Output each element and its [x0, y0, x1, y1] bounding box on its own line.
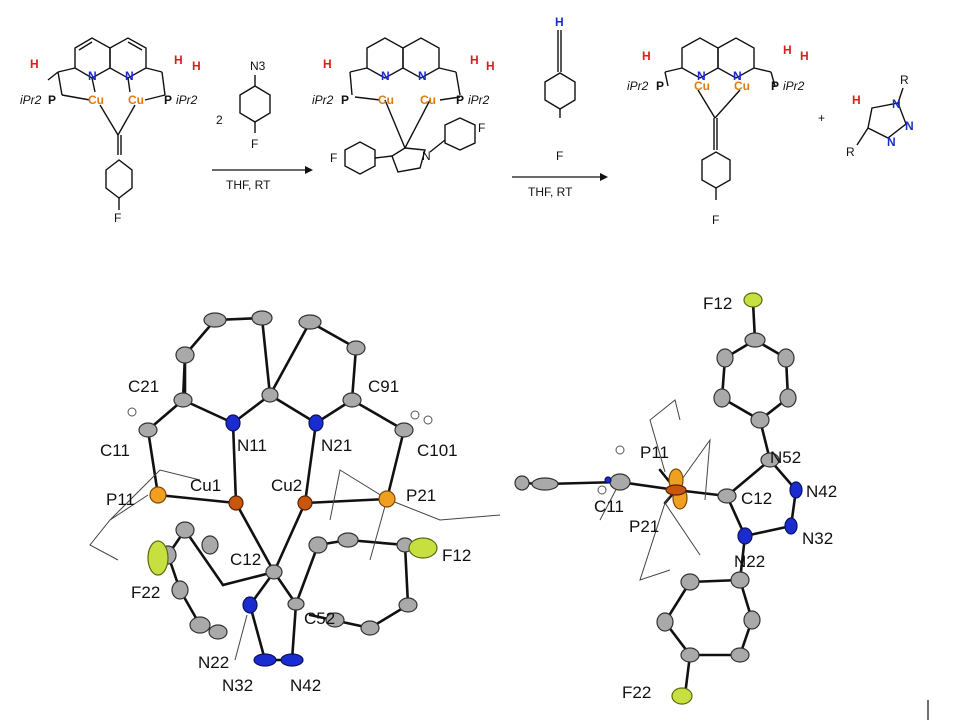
label-F22: F22: [131, 583, 160, 602]
label-Cu2: Cu2: [271, 476, 302, 495]
ipr2-label-3: iPr2: [312, 93, 334, 107]
complex-1-drawing: [47, 37, 166, 210]
cu-label-6: Cu: [734, 79, 750, 93]
f-label-1: F: [114, 211, 121, 225]
plus-sign: +: [818, 111, 825, 125]
n-label-3: N: [381, 69, 390, 83]
label-C52: C52: [304, 609, 335, 628]
triazole-drawing: [856, 87, 907, 146]
label-N52-right: N52: [770, 448, 801, 467]
n-label-2: N: [125, 69, 134, 83]
ipr2-label-4: iPr2: [468, 93, 490, 107]
label-C11: C11: [100, 441, 130, 460]
ipr2-label-6: iPr2: [783, 79, 805, 93]
label-Cu1: Cu1: [190, 476, 221, 495]
p-label-4: P: [456, 93, 464, 107]
conditions-2: THF, RT: [528, 185, 573, 199]
n-label-6: N: [697, 69, 706, 83]
label-N42-right: N42: [806, 482, 837, 501]
triazole-r-label-1: R: [900, 73, 909, 87]
label-N32-right: N32: [802, 529, 833, 548]
label-C91: C91: [368, 377, 399, 396]
cu-label-5: Cu: [694, 79, 710, 93]
cu-label-3: Cu: [378, 93, 394, 107]
ipr2-label-1: iPr2: [20, 93, 42, 107]
h-label-6: H: [486, 59, 495, 73]
conditions-1: THF, RT: [226, 178, 271, 192]
h-label-8: H: [783, 43, 792, 57]
label-P21-right: P21: [629, 517, 659, 536]
label-N32: N32: [222, 676, 253, 695]
cu-label-4: Cu: [420, 93, 436, 107]
h-label-5: H: [470, 53, 479, 67]
reaction-arrow-1-head: [305, 166, 313, 174]
ipr2-label-5: iPr2: [627, 79, 649, 93]
p-label-3: P: [341, 93, 349, 107]
label-C12-right: C12: [741, 489, 772, 508]
label-P11-right: P11: [640, 443, 669, 462]
label-P21: P21: [406, 486, 436, 505]
triazole-r-label-2: R: [846, 145, 855, 159]
label-C11-right: C11: [594, 497, 624, 516]
label-N22: N22: [198, 653, 229, 672]
p-label-6: P: [771, 79, 779, 93]
alkyne-h-label: H: [555, 15, 564, 29]
triazole-h-label: H: [852, 93, 861, 107]
label-N22-right: N22: [734, 552, 765, 571]
label-F22-right: F22: [622, 683, 651, 702]
n-label-7: N: [733, 69, 742, 83]
complex-2-drawing: [344, 37, 476, 175]
label-C101: C101: [417, 441, 458, 460]
ipr2-label-2: iPr2: [176, 93, 198, 107]
f-label-2: F: [330, 151, 337, 165]
triazole-n-label-2: N: [905, 119, 914, 133]
azide-multiplier: 2: [216, 113, 223, 127]
label-F12: F12: [442, 546, 471, 565]
label-C12: C12: [230, 550, 261, 569]
p-label-1: P: [48, 93, 56, 107]
complex-3-drawing: [664, 37, 776, 200]
azide-n3-label: N3: [250, 59, 266, 73]
h-label-1: H: [30, 57, 39, 71]
p-label-5: P: [656, 79, 664, 93]
azide-f-label: F: [251, 137, 258, 151]
h-label-4: H: [323, 57, 332, 71]
alkyne-f-label: F: [556, 149, 563, 163]
label-N21: N21: [321, 436, 352, 455]
f-label-3: F: [478, 121, 485, 135]
right-crystal-structure: [514, 292, 803, 705]
label-N42: N42: [290, 676, 321, 695]
h-label-9: H: [800, 49, 809, 63]
reaction-arrow-2-head: [600, 173, 608, 181]
alkyne-reagent-drawing: [544, 30, 576, 118]
n-label-5: N: [422, 149, 431, 163]
h-label-3: H: [192, 59, 201, 73]
left-crystal-structure: [89, 310, 501, 667]
triazole-n-label-1: N: [892, 97, 901, 111]
n22-pointer: [234, 614, 248, 661]
label-C21: C21: [128, 377, 159, 396]
label-N11: N11: [237, 436, 267, 455]
h-label-2: H: [174, 53, 183, 67]
triazole-n-label-3: N: [887, 135, 896, 149]
cu-label-2: Cu: [128, 93, 144, 107]
azide-reagent-drawing: [239, 75, 271, 133]
h-label-7: H: [642, 49, 651, 63]
label-F12-right: F12: [703, 294, 732, 313]
n-label-1: N: [88, 69, 97, 83]
n-label-4: N: [418, 69, 427, 83]
cu-label-1: Cu: [88, 93, 104, 107]
label-P11: P11: [106, 490, 135, 509]
f-label-4: F: [712, 213, 719, 227]
p-label-2: P: [164, 93, 172, 107]
